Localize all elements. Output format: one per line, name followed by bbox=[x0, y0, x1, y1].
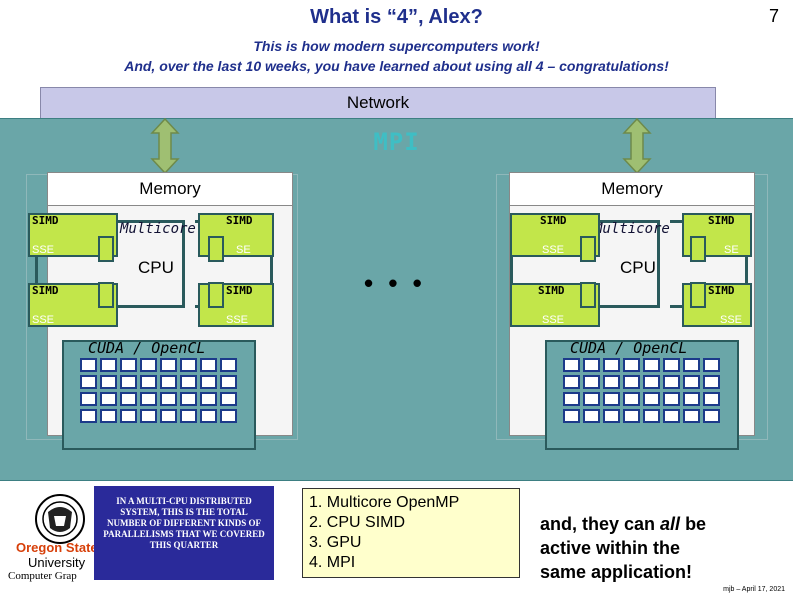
closing-line-1-pre: and, they can bbox=[540, 514, 661, 534]
gpu-label-left: CUDA / OpenCL bbox=[88, 339, 206, 357]
list-item: 3. GPU bbox=[309, 534, 362, 551]
list-item: 1. Multicore OpenMP bbox=[309, 494, 460, 511]
network-arrow-left-icon bbox=[150, 117, 180, 175]
sse-label-left-2: SE bbox=[236, 244, 251, 256]
parallelism-callout: IN A MULTI-CPU DISTRIBUTED SYSTEM, THIS … bbox=[94, 486, 274, 580]
slide-subtitle-2: And, over the last 10 weeks, you have le… bbox=[124, 58, 669, 74]
core-left-1 bbox=[98, 236, 114, 262]
core-right-2 bbox=[690, 236, 706, 262]
multicore-label-left: Multicore bbox=[120, 221, 196, 237]
slide-subtitle-1: This is how modern supercomputers work! bbox=[253, 38, 540, 54]
memory-box-right: Memory bbox=[509, 172, 755, 206]
simd-label-right-1: SIMD bbox=[540, 214, 567, 227]
core-left-2 bbox=[208, 236, 224, 262]
simd-label-left-2: SIMD bbox=[226, 214, 253, 227]
simd-label-left-4: SIMD bbox=[226, 284, 253, 297]
closing-line-2: active within the bbox=[540, 538, 681, 558]
simd-label-left-3: SIMD bbox=[32, 284, 59, 297]
sse-label-right-3: SSE bbox=[542, 314, 565, 326]
core-right-3 bbox=[580, 282, 596, 308]
closing-line-3: same application! bbox=[540, 562, 693, 582]
simd-label-right-2: SIMD bbox=[708, 214, 735, 227]
multicore-label-right: Multicore bbox=[594, 221, 670, 237]
closing-statement: and, they can all be active within the s… bbox=[540, 512, 706, 584]
cpu-label-left: CPU bbox=[138, 258, 174, 277]
network-arrow-right-icon bbox=[622, 117, 652, 175]
simd-label-right-4: SIMD bbox=[708, 284, 735, 297]
mpi-label: MPI bbox=[373, 128, 420, 156]
osu-logo-dept: Computer Grap bbox=[8, 570, 77, 582]
sse-label-right-4: SSE bbox=[720, 314, 743, 326]
sse-label-left-3: SSE bbox=[32, 314, 55, 326]
page-number: 7 bbox=[768, 6, 779, 26]
core-right-4 bbox=[690, 282, 706, 308]
osu-logo-name: Oregon State bbox=[16, 540, 98, 555]
core-right-1 bbox=[580, 236, 596, 262]
parallelism-list: 1. Multicore OpenMP 2. CPU SIMD 3. GPU 4… bbox=[302, 488, 520, 578]
network-bar: Network bbox=[40, 87, 716, 119]
more-nodes-ellipsis: • • • bbox=[364, 268, 426, 298]
simd-label-right-3: SIMD bbox=[538, 284, 565, 297]
core-left-3 bbox=[98, 282, 114, 308]
simd-label-left-1: SIMD bbox=[32, 214, 59, 227]
sse-label-left-1: SSE bbox=[32, 244, 55, 256]
osu-logo-university: University bbox=[28, 555, 86, 570]
core-left-4 bbox=[208, 282, 224, 308]
gpu-cores-left bbox=[80, 358, 237, 423]
osu-seal-logo-icon bbox=[35, 494, 85, 544]
memory-box-left: Memory bbox=[47, 172, 293, 206]
cpu-label-right: CPU bbox=[620, 258, 656, 277]
sse-label-right-1: SSE bbox=[542, 244, 565, 256]
list-item: 4. MPI bbox=[309, 554, 356, 571]
slide-footer: mjb – April 17, 2021 bbox=[723, 586, 785, 593]
list-item: 2. CPU SIMD bbox=[309, 514, 406, 531]
gpu-cores-right bbox=[563, 358, 720, 423]
slide-title: What is “4”, Alex? bbox=[310, 6, 483, 28]
closing-line-1-emphasis: all bbox=[660, 514, 681, 534]
gpu-label-right: CUDA / OpenCL bbox=[570, 339, 688, 357]
sse-label-right-2: SE bbox=[724, 244, 739, 256]
closing-line-1-post: be bbox=[680, 514, 707, 534]
simd-unit-right-1 bbox=[510, 213, 600, 257]
sse-label-left-4: SSE bbox=[226, 314, 249, 326]
